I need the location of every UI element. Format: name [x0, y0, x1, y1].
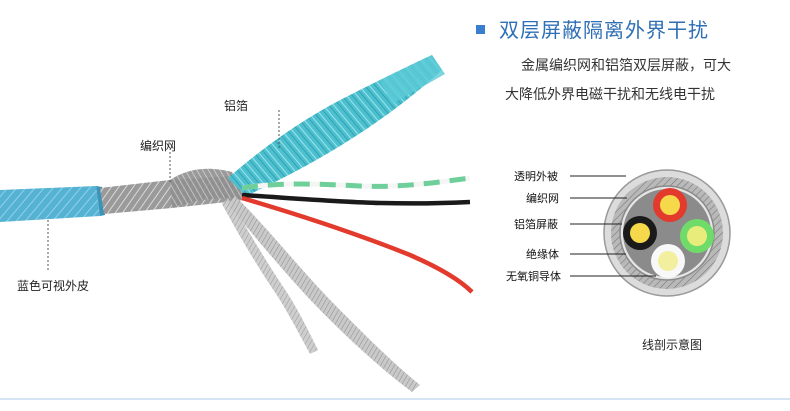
headline-text: 双层屏蔽隔离外界干扰: [499, 18, 709, 42]
drain-strand: [228, 196, 420, 392]
cross-section-caption: 线剖示意图: [642, 338, 703, 352]
label-jacket: 蓝色可视外皮: [17, 279, 90, 293]
cross-section-diagram: [570, 169, 731, 297]
jacket: [0, 186, 100, 222]
wire-red: [241, 195, 474, 294]
square-bullet-icon: [476, 25, 485, 34]
cs-label-outer-jacket: 透明外被: [514, 170, 558, 183]
label-braid: 编织网: [140, 139, 177, 153]
cs-label-braid: 编织网: [526, 192, 559, 205]
headline: 双层屏蔽隔离外界干扰: [476, 14, 709, 43]
label-foil: 铝箔: [224, 99, 249, 113]
cs-label-foil: 铝箔屏蔽: [514, 218, 558, 231]
description-line-1: 金属编织网和铝箔双层屏蔽，可大: [521, 58, 731, 74]
wire-green: [241, 175, 471, 191]
bottom-divider: [0, 398, 790, 400]
description-line-2: 大降低外界电磁干扰和无线电干扰: [505, 87, 715, 103]
cs-label-conductor: 无氧铜导体: [506, 270, 561, 283]
wire-black: [241, 192, 471, 206]
cs-label-insulator: 绝缘体: [526, 248, 559, 261]
